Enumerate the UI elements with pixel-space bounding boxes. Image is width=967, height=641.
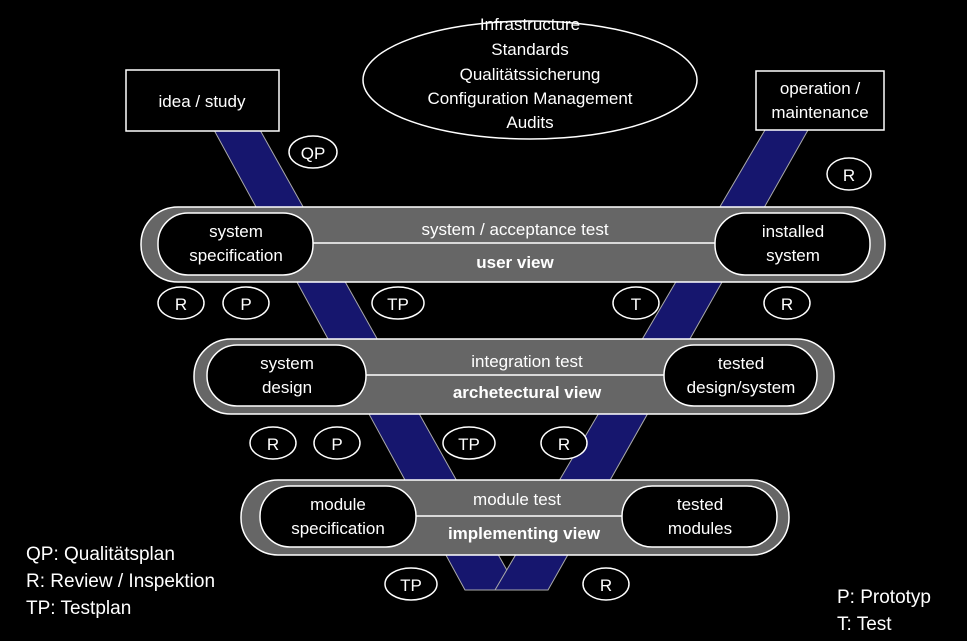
installed-system-line-1: installed — [762, 222, 824, 241]
badge-r-3: R — [249, 426, 297, 460]
infra-line-4: Configuration Management — [427, 89, 632, 108]
operation-label-line-2: maintenance — [771, 103, 868, 122]
badge-r-1: R — [157, 286, 205, 320]
module-specification-line-1: module — [310, 495, 366, 514]
legend-qp: QP: Qualitätsplan — [26, 544, 175, 565]
module-test-label: module test — [473, 490, 561, 509]
infra-line-5: Audits — [506, 113, 553, 132]
badge-t-1: T — [612, 286, 660, 320]
idea-study-box — [125, 69, 280, 132]
tested-design-line-2: design/system — [687, 378, 796, 397]
tested-modules-box — [621, 485, 778, 548]
user-view-label: user view — [476, 253, 554, 272]
badge-p-label: P — [331, 435, 342, 454]
badge-r-4: R — [540, 426, 588, 460]
badge-r-label: R — [600, 576, 612, 595]
badge-p-1: P — [222, 286, 270, 320]
archetectural-view-label: archetectural view — [453, 383, 602, 402]
badge-r-2: R — [763, 286, 811, 320]
installed-system-line-2: system — [766, 246, 820, 265]
badge-qp-label: QP — [301, 144, 326, 163]
system-specification-box — [157, 212, 314, 276]
tested-modules-line-1: tested — [677, 495, 723, 514]
badge-qp: QP — [288, 135, 338, 169]
badge-r-5: R — [582, 567, 630, 601]
badge-r-label: R — [558, 435, 570, 454]
badge-tp-label: TP — [400, 576, 422, 595]
legend-r: R: Review / Inspektion — [26, 571, 216, 592]
badge-tp-label: TP — [387, 295, 409, 314]
tested-modules-line-2: modules — [668, 519, 732, 538]
legend-right: P: Prototyp T: Test — [837, 584, 931, 638]
module-specification-line-2: specification — [291, 519, 385, 538]
badge-r-label: R — [843, 166, 855, 185]
badge-r-label: R — [175, 295, 187, 314]
badge-r-label: R — [267, 435, 279, 454]
idea-study-label: idea / study — [159, 92, 246, 111]
badge-p-label: P — [240, 295, 251, 314]
badge-r-label: R — [781, 295, 793, 314]
tested-design-line-1: tested — [718, 354, 764, 373]
band-user-view — [140, 206, 886, 283]
module-specification-box — [259, 485, 417, 548]
implementing-view-label: implementing view — [448, 524, 601, 543]
badge-t-label: T — [631, 295, 641, 314]
badge-tp-3: TP — [384, 567, 438, 601]
integration-test-label: integration test — [471, 352, 583, 371]
system-design-box — [206, 344, 367, 407]
operation-maintenance-box — [755, 70, 885, 131]
badge-tp-2: TP — [442, 426, 496, 460]
system-acceptance-test-label: system / acceptance test — [421, 220, 608, 239]
badge-tp-1: TP — [371, 286, 425, 320]
infra-line-1: Infrastructure — [480, 15, 580, 34]
system-design-line-2: design — [262, 378, 312, 397]
legend-left: QP: Qualitätsplan R: Review / Inspektion… — [26, 541, 215, 622]
installed-system-box — [714, 212, 871, 276]
legend-tp: TP: Testplan — [26, 598, 132, 619]
infra-line-2: Standards — [491, 40, 569, 59]
system-design-line-1: system — [260, 354, 314, 373]
tested-design-system-box — [663, 344, 818, 407]
badge-p-2: P — [313, 426, 361, 460]
legend-p: P: Prototyp — [837, 587, 931, 608]
system-specification-line-1: system — [209, 222, 263, 241]
infrastructure-ellipse — [362, 20, 698, 140]
operation-label-line-1: operation / — [780, 79, 861, 98]
infra-line-3: Qualitätssicherung — [460, 65, 601, 84]
system-specification-line-2: specification — [189, 246, 283, 265]
legend-t: T: Test — [837, 614, 892, 635]
badge-r-top-right: R — [826, 157, 872, 191]
badge-tp-label: TP — [458, 435, 480, 454]
